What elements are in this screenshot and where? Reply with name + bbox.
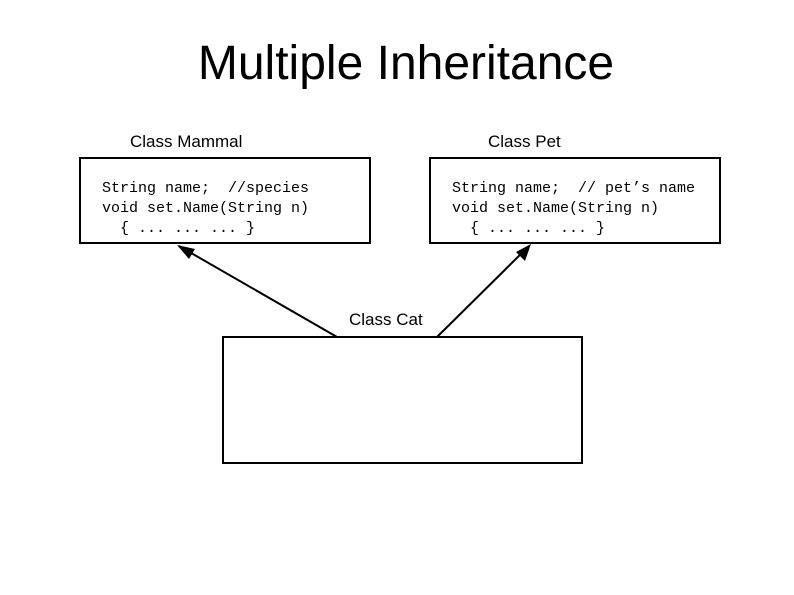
class-mammal-box: [79, 157, 371, 244]
arrow-cat-to-pet: [436, 245, 530, 338]
class-mammal-field: String name; //species: [102, 180, 310, 197]
class-pet-box: [429, 157, 721, 244]
slide-title: Multiple Inheritance: [197, 37, 615, 90]
class-pet-method: void set.Name(String n): [452, 200, 660, 217]
arrow-cat-to-mammal: [178, 245, 338, 338]
class-pet-field: String name; // pet’s name: [452, 180, 696, 197]
class-pet-method-body: { ... ... ... }: [452, 220, 606, 237]
class-pet-label: Class Pet: [488, 132, 561, 151]
arrowhead-mammal: [177, 245, 195, 259]
class-mammal-method: void set.Name(String n): [102, 200, 310, 217]
class-mammal-method-body: { ... ... ... }: [102, 220, 256, 237]
class-mammal-label: Class Mammal: [130, 132, 243, 151]
class-cat-box: [222, 336, 583, 464]
arrowhead-pet: [516, 244, 531, 261]
class-cat-label: Class Cat: [349, 310, 423, 329]
